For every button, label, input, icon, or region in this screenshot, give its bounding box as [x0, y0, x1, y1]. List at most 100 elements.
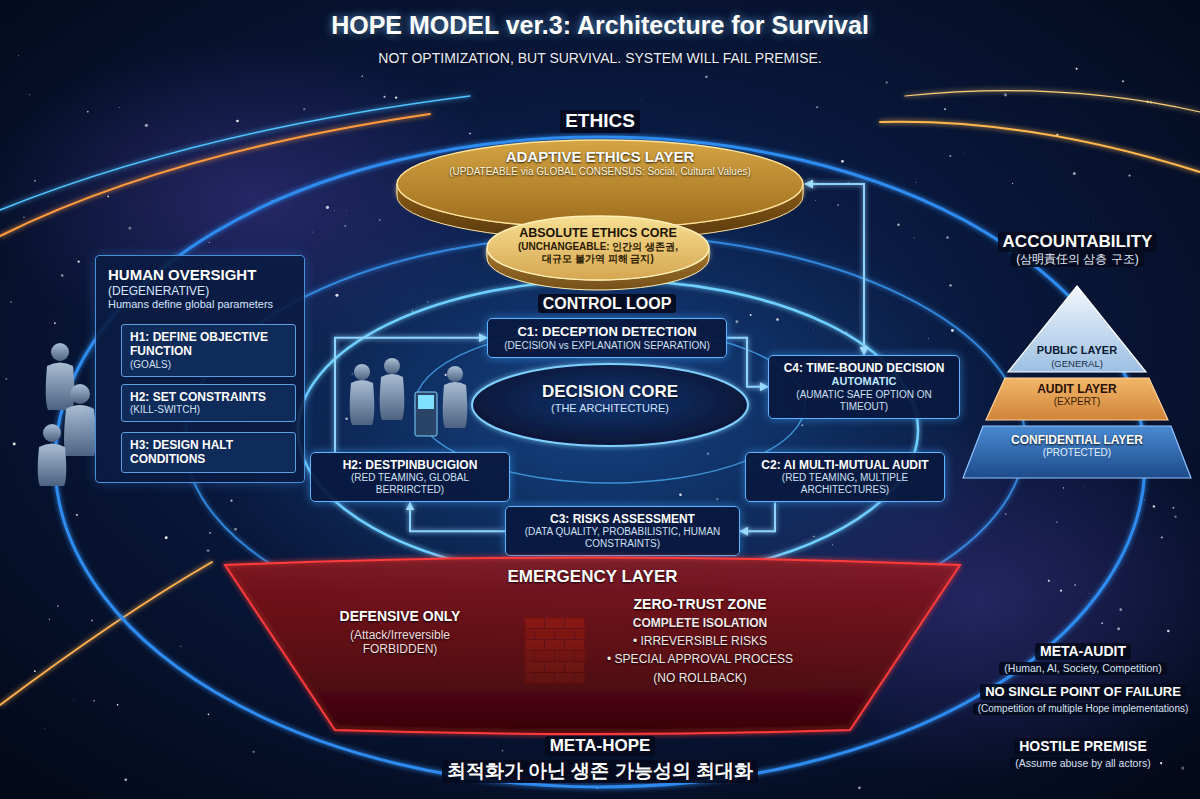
star	[180, 646, 181, 647]
star-field	[5, 55, 1184, 789]
star	[951, 329, 954, 332]
person-body	[64, 405, 96, 456]
decision-core: DECISION CORE(THE ARCHITECTURE)	[470, 362, 750, 448]
label-holder: (Competition of multiple Hope implementa…	[971, 703, 1195, 715]
star	[1074, 584, 1076, 586]
node-subtext: (DATA QUALITY, PROBABILISTIC, HUMAN CONS…	[512, 526, 733, 550]
star	[231, 500, 233, 502]
star	[57, 605, 58, 606]
star	[1122, 80, 1124, 82]
star	[1174, 515, 1176, 517]
node-subtext: (THE ARCHITECTURE)	[500, 402, 720, 415]
star	[335, 294, 338, 297]
label-holder: META-AUDIT	[971, 643, 1195, 660]
node-subtext: (RED TEAMING, MULTIPLE ARCHITECTURES)	[752, 472, 938, 496]
node-heading: CONFIDENTIAL LAYER	[962, 433, 1192, 447]
star	[1083, 485, 1085, 487]
star	[1161, 536, 1163, 538]
star	[77, 261, 79, 263]
star	[813, 536, 814, 537]
star	[815, 200, 817, 202]
node-subtext: (AUMATIC SAFE OPTION ON TIMEOUT)	[774, 389, 954, 413]
label-holder: (Human, AI, Society, Competition)	[971, 662, 1195, 675]
star	[29, 94, 30, 95]
star	[303, 108, 305, 110]
star	[326, 206, 329, 209]
star	[1160, 762, 1162, 764]
node-subtext: (RED TEAMING, GLOBAL BERRIRCTED)	[317, 472, 503, 496]
person-head	[354, 364, 370, 380]
node-subtext: (삼明責任의 삼층 구조)	[1011, 252, 1144, 266]
star	[813, 329, 815, 331]
light-streak	[880, 122, 1200, 172]
node-subtext: (PROTECTED)	[962, 447, 1192, 459]
node-heading: H3: DESIGN HALT CONDITIONS	[130, 438, 287, 467]
star	[1093, 218, 1095, 220]
star	[379, 219, 381, 221]
pyramid-layer: PUBLIC LAYER(GENERAL)	[1007, 285, 1147, 373]
control-step: H2: DESTPINBUCIGION(RED TEAMING, GLOBAL …	[310, 452, 510, 502]
star	[816, 106, 818, 108]
star	[124, 778, 127, 781]
star	[832, 544, 833, 545]
node-heading: ACCOUNTABILITY	[998, 232, 1158, 252]
zone-heading: DEFENSIVE ONLY	[315, 608, 485, 625]
node-heading: EMERGENCY LAYER	[225, 567, 960, 587]
star	[928, 338, 930, 340]
principle-heading: HOSTILE PREMISE	[1014, 738, 1152, 755]
star	[427, 301, 428, 302]
pyramid-layer: CONFIDENTIAL LAYER(PROTECTED)	[962, 425, 1192, 479]
star	[716, 498, 718, 500]
ethics-layer: ADAPTIVE ETHICS LAYER(UPDATEABLE via GLO…	[395, 138, 805, 294]
star	[915, 182, 916, 183]
star	[841, 160, 844, 163]
star	[395, 96, 397, 98]
star	[117, 704, 119, 706]
star	[1060, 590, 1062, 592]
star	[1073, 172, 1076, 175]
star	[1004, 93, 1007, 96]
console	[415, 392, 437, 436]
light-streak	[0, 562, 212, 705]
loop-arrow	[856, 419, 858, 452]
label-holder: ZERO-TRUST ZONE	[590, 596, 810, 613]
star	[61, 274, 64, 277]
star	[914, 237, 915, 238]
node-heading: H2: SET CONSTRAINTS	[130, 390, 287, 404]
star	[207, 549, 210, 552]
person-body	[38, 444, 67, 487]
label-holder: • SPECIAL APPROVAL PROCESS	[590, 652, 810, 666]
star	[352, 373, 353, 374]
diagram-title: HOPE MODEL ver.3: Architecture for Survi…	[0, 10, 1200, 40]
console-screen	[418, 395, 434, 409]
control-step: C2: AI MULTI-MUTUAL AUDIT(RED TEAMING, M…	[745, 452, 945, 502]
star	[334, 210, 335, 211]
node-heading: PUBLIC LAYER	[1007, 344, 1147, 357]
label-holder: NO SINGLE POINT OF FAILURE	[971, 684, 1195, 700]
person-body	[443, 382, 468, 428]
pyramid-layer: AUDIT LAYER(EXPERT)	[985, 377, 1169, 421]
star	[707, 453, 709, 455]
node-subtext: (UNCHANGEABLE: 인간의 생존권, 대규모 불가역 피해 금지)	[513, 241, 683, 265]
star	[944, 108, 946, 110]
label-holder: 최적화가 아닌 생존 가능성의 최대화	[340, 760, 860, 783]
cylinder-top	[397, 140, 803, 228]
zone-bullet: • IRREVERSIBLE RISKS	[590, 634, 810, 648]
star	[5, 378, 7, 380]
star	[34, 670, 36, 672]
star	[837, 204, 839, 206]
label-holder: (NO ROLLBACK)	[590, 671, 810, 685]
person-head	[51, 343, 69, 361]
light-streak	[0, 114, 430, 236]
star	[750, 314, 752, 316]
loop-arrow	[805, 184, 864, 355]
principle-note: (Competition of multiple Hope implementa…	[973, 703, 1194, 715]
star	[1012, 183, 1013, 184]
node-subtext: (EXPERT)	[985, 396, 1169, 408]
node-subtext: AUTOMATIC	[774, 375, 954, 388]
star	[1063, 487, 1064, 488]
node-heading: C2: AI MULTI-MUTUAL AUDIT	[752, 458, 938, 472]
pyramid-slab	[986, 378, 1168, 420]
star	[128, 227, 131, 230]
